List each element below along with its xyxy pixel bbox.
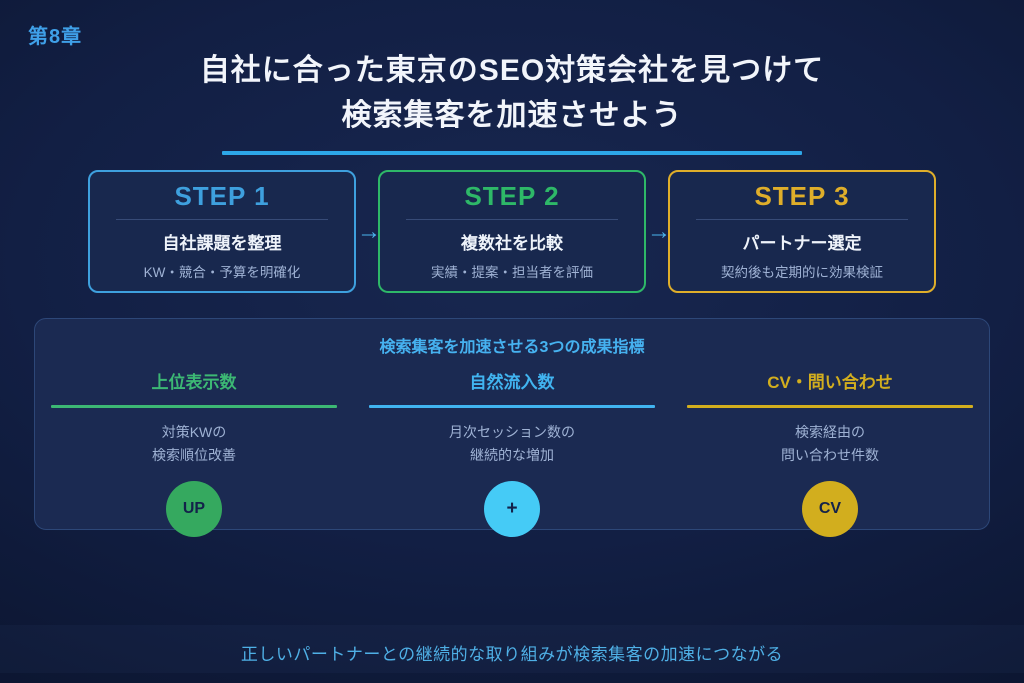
step-3-box: STEP 3 パートナー選定 契約後も定期的に効果検証: [668, 170, 936, 293]
step-1-detail: KW・競合・予算を明確化: [143, 265, 301, 280]
metric-title: CV・問い合わせ: [767, 373, 893, 392]
step-2-detail: 実績・提案・担当者を評価: [431, 265, 593, 280]
metric-underline: [51, 405, 337, 408]
metric-underline: [369, 405, 655, 408]
step-2-label: STEP 2: [464, 181, 560, 211]
step-2-divider: [406, 219, 618, 220]
page-title: 自社に合った東京のSEO対策会社を見つけて 検索集客を加速させよう: [0, 48, 1024, 138]
arrow-right-icon: →: [357, 217, 381, 245]
footer-message: 正しいパートナーとの継続的な取り組みが検索集客の加速につながる: [240, 645, 784, 664]
metric-desc-line1: 対策KWの: [161, 424, 227, 440]
cv-badge-icon: CV: [802, 481, 858, 537]
metric-col-rankings: 上位表示数 対策KWの 検索順位改善 UP: [35, 368, 353, 537]
metric-underline: [687, 405, 973, 408]
metric-col-conversions: CV・問い合わせ 検索経由の 問い合わせ件数 CV: [671, 368, 989, 537]
page-title-line2: 検索集客を加速させよう: [341, 99, 683, 132]
step-2-heading: 複数社を比較: [461, 234, 563, 253]
page-title-line1: 自社に合った東京のSEO対策会社を見つけて: [199, 54, 825, 87]
metric-col-traffic: 自然流入数 月次セッション数の 継続的な増加 +: [353, 368, 671, 537]
metric-desc-line1: 月次セッション数の: [449, 424, 575, 440]
chapter-label: 第8章: [28, 26, 83, 48]
step-3-detail: 契約後も定期的に効果検証: [721, 265, 883, 280]
metric-title: 上位表示数: [151, 373, 237, 392]
step-3-divider: [696, 219, 908, 220]
steps-row: STEP 1 自社課題を整理 KW・競合・予算を明確化 → STEP 2 複数社…: [88, 170, 936, 293]
metric-desc-line2: 継続的な増加: [470, 447, 554, 463]
step-1-heading: 自社課題を整理: [162, 234, 282, 253]
arrow-right-icon: →: [647, 217, 671, 245]
step-2-box: STEP 2 複数社を比較 実績・提案・担当者を評価: [378, 170, 646, 293]
metric-desc-line2: 検索順位改善: [152, 447, 236, 463]
step-1-label: STEP 1: [174, 181, 270, 211]
plus-badge-icon: +: [484, 481, 540, 537]
title-underline: [222, 151, 802, 155]
step-1-divider: [116, 219, 328, 220]
footer-band: [0, 625, 1024, 673]
metric-title: 自然流入数: [469, 373, 555, 392]
metrics-columns: 上位表示数 対策KWの 検索順位改善 UP 自然流入数 月次セッション数の 継続…: [35, 368, 989, 537]
metric-desc-line1: 検索経由の: [795, 424, 865, 440]
metrics-panel: 検索集客を加速させる3つの成果指標 上位表示数 対策KWの 検索順位改善 UP …: [34, 318, 990, 537]
up-badge-icon: UP: [166, 481, 222, 537]
metrics-panel-title: 検索集客を加速させる3つの成果指標: [379, 339, 645, 356]
step-1-box: STEP 1 自社課題を整理 KW・競合・予算を明確化: [88, 170, 356, 293]
metric-desc-line2: 問い合わせ件数: [781, 447, 879, 463]
step-3-heading: パートナー選定: [742, 234, 862, 253]
step-3-label: STEP 3: [754, 181, 850, 211]
page-title-block: 自社に合った東京のSEO対策会社を見つけて 検索集客を加速させよう: [0, 0, 1024, 155]
